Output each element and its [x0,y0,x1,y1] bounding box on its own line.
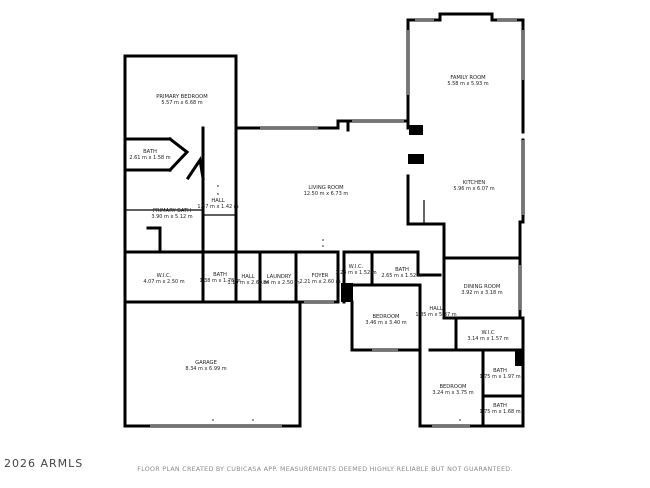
room-dims: 2.21 m x 2.60 m [299,279,340,285]
room-label: PRIMARY BATH [153,208,191,214]
room-label: BATH [143,149,157,155]
room-label: BATH [395,267,409,273]
room-label: GARAGE [195,360,217,366]
room-label: BATH [493,403,507,409]
room-dims: 3.24 m x 3.75 m [432,390,473,396]
room-label: BATH [213,272,227,278]
room-labels: PRIMARY BEDROOM 5.57 m x 6.68 m BATH 2.6… [129,75,520,415]
room-label: LAUNDRY [267,274,293,280]
watermark: 2026 ARMLS [4,457,84,470]
room-label: FOYER [312,273,329,279]
room-label: W.I.C. [349,264,364,270]
door-markers [212,185,461,421]
room-label: W.I.C [482,330,495,336]
room-dims: 5.96 m x 6.07 m [453,186,494,192]
room-dims: 1.85 m x 5.37 m [415,312,456,318]
room-label: PRIMARY BEDROOM [156,94,207,100]
room-dims: 3.14 m x 1.57 m [467,336,508,342]
room-label: KITCHEN [463,180,486,186]
room-label: HALL [429,306,442,312]
disclaimer: FLOOR PLAN CREATED BY CUBICASA APP. MEAS… [137,466,513,473]
room-dims: 1.84 m x 2.50 m [258,280,299,286]
room-dims: 4.07 m x 2.50 m [143,279,184,285]
room-dims: 5.57 m x 6.68 m [161,100,202,106]
family-kitchen-walls [406,12,525,320]
room-dims: 1.75 m x 1.68 m [479,409,520,415]
walls [123,54,340,428]
room-label: BEDROOM [372,314,399,320]
room-label: HALL [211,198,224,204]
bedroom-wing-walls [341,250,525,428]
room-dims: 1.28 m x 1.52 m [335,270,376,276]
room-label: HALL [241,274,254,280]
room-label: LIVING ROOM [308,185,343,191]
room-label: BATH [493,368,507,374]
room-dims: 1.19 m x 2.60 m [227,280,268,286]
room-dims: 3.90 m x 5.12 m [151,214,192,220]
room-label: DINING ROOM [464,284,501,290]
room-dims: 1.75 m x 1.97 m [479,374,520,380]
room-label: W.I.C. [157,273,172,279]
room-dims: 5.58 m x 5.93 m [447,81,488,87]
room-dims: 3.92 m x 3.18 m [461,290,502,296]
room-dims: 3.46 m x 3.40 m [365,320,406,326]
room-dims: 1.38 m x 1.78 m [199,278,240,284]
room-dims: 12.50 m x 6.73 m [304,191,349,197]
room-dims: 8.34 m x 6.99 m [185,366,226,372]
room-label: FAMILY ROOM [450,75,485,81]
room-label: BEDROOM [439,384,466,390]
room-dims: 1.57 m x 1.42 m [197,204,238,210]
room-dims: 2.61 m x 1.58 m [129,155,170,161]
room-dims: 2.65 m x 1.52 m [381,273,422,279]
